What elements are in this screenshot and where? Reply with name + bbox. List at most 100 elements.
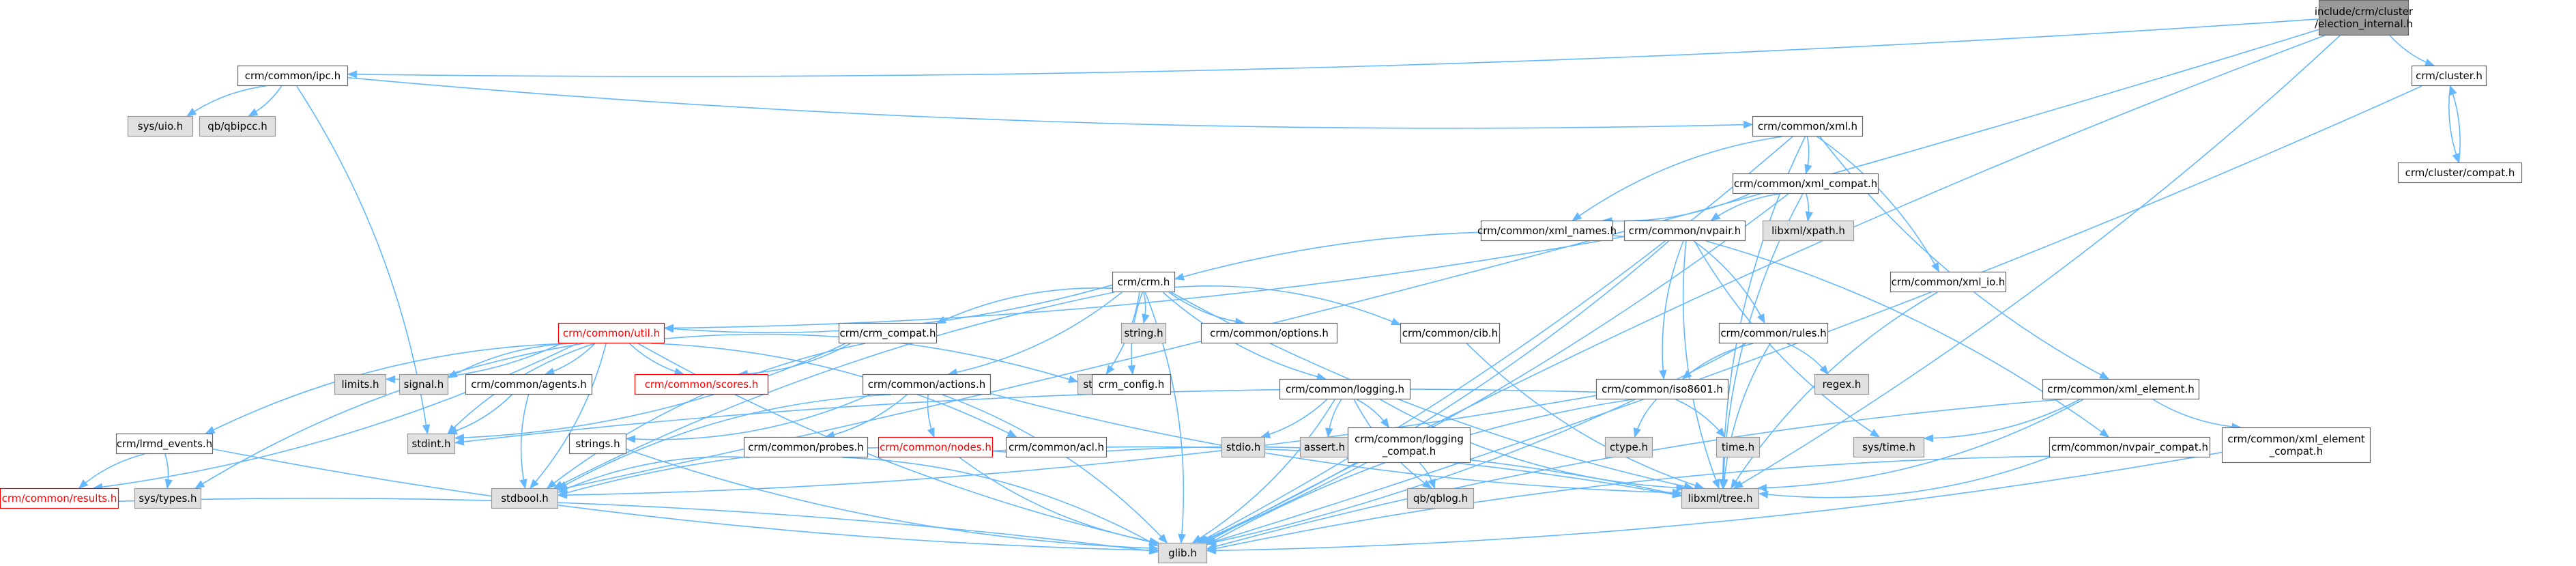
edge-util-to-systypes <box>194 343 584 489</box>
node-box-nvpaircompat <box>2049 436 2211 458</box>
edge-logging-to-logcompat <box>1356 399 1390 429</box>
node-nvpaircompat[interactable]: crm/common/nvpair_compat.h <box>2049 436 2211 458</box>
node-crmconfig[interactable]: crm_config.h <box>1091 373 1172 395</box>
edge-actions-to-probes <box>824 394 908 439</box>
edge-util-to-stdbool <box>529 343 607 490</box>
edge-iso8601-to-ctype <box>1633 399 1657 438</box>
node-results[interactable]: crm/common/results.h <box>0 487 119 509</box>
node-acl[interactable]: crm/common/acl.h <box>1005 436 1108 458</box>
node-probes[interactable]: crm/common/probes.h <box>743 436 869 458</box>
edge-nvpaircompat-to-tree <box>1758 457 2050 499</box>
edge-xmlelement-to-xmlelemcompat <box>2152 399 2242 431</box>
node-label-util: crm/common/util.h <box>563 327 660 339</box>
edge-xmlcompat-to-glib <box>1198 193 1789 543</box>
node-box-limits <box>334 373 387 395</box>
node-ipc[interactable]: crm/common/ipc.h <box>237 65 349 87</box>
node-box-nodes <box>878 436 994 458</box>
node-box-crmconfig <box>1091 373 1172 395</box>
edge-iso8601-to-glib <box>1206 399 1633 546</box>
node-box-crmcompat <box>838 322 938 344</box>
node-box-stringsh <box>568 433 627 455</box>
node-stdio: stdio.h <box>1221 436 1266 458</box>
node-xmlcompat[interactable]: crm/common/xml_compat.h <box>1732 173 1879 195</box>
edge-xml-to-glib <box>1196 136 1793 543</box>
edge-rules-to-tree <box>1720 343 1771 490</box>
edge-logging-to-assert <box>1325 399 1342 438</box>
node-rules[interactable]: crm/common/rules.h <box>1718 322 1829 344</box>
node-box-cib <box>1400 322 1501 344</box>
node-nodes[interactable]: crm/common/nodes.h <box>878 436 994 458</box>
edge-nvpaircompat-to-glib <box>1206 455 2050 552</box>
node-qbipcc: qb/qbipcc.h <box>199 115 276 137</box>
edge-root-to-stdbool <box>557 29 2319 492</box>
node-label-xmlcompat: crm/common/xml_compat.h <box>1734 178 1877 190</box>
node-cib[interactable]: crm/common/cib.h <box>1400 322 1501 344</box>
edge-nvpair-to-util <box>663 236 1625 332</box>
edge-xmlelemcompat-to-glib <box>1206 451 2223 555</box>
node-agents[interactable]: crm/common/agents.h <box>465 373 593 395</box>
node-box-sysuio <box>127 115 194 137</box>
edge-root-to-tree <box>1733 35 2341 489</box>
node-box-cluster <box>2411 65 2487 87</box>
node-crmh[interactable]: crm/crm.h <box>1112 271 1176 293</box>
node-xmlnames[interactable]: crm/common/xml_names.h <box>1477 220 1617 242</box>
node-label-limits: limits.h <box>341 378 379 391</box>
edge-cluster-to-glib <box>1206 85 2422 546</box>
node-logcompat[interactable]: crm/common/logging_compat.h <box>1347 427 1471 464</box>
node-label-stdint: stdint.h <box>411 438 450 450</box>
node-glib: glib.h <box>1157 542 1208 564</box>
edge-nvpair-to-glib <box>1198 240 1670 543</box>
node-clustercompat[interactable]: crm/cluster/compat.h <box>2397 162 2523 184</box>
node-box-xmlelement <box>2042 378 2200 400</box>
node-box-qblog <box>1406 487 1475 509</box>
edge-iso8601-to-stdbool <box>557 395 1597 499</box>
edge-agents-to-stdbool <box>519 394 530 490</box>
node-label-cluster: crm/cluster.h <box>2416 70 2483 82</box>
node-label-stdbool: stdbool.h <box>501 492 549 505</box>
edge-cib-to-tree <box>1466 343 1705 490</box>
node-box-logcompat <box>1347 427 1471 464</box>
node-xml[interactable]: crm/common/xml.h <box>1752 115 1864 137</box>
node-stringsh[interactable]: strings.h <box>568 433 627 455</box>
node-xmlelement[interactable]: crm/common/xml_element.h <box>2042 378 2200 400</box>
node-logging[interactable]: crm/common/logging.h <box>1279 378 1411 400</box>
node-label-stringh: string.h <box>1124 327 1163 339</box>
node-xmlio[interactable]: crm/common/xml_io.h <box>1890 271 2007 293</box>
node-label-ctype: ctype.h <box>1610 441 1648 453</box>
node-util[interactable]: crm/common/util.h <box>558 322 665 344</box>
node-nvpair[interactable]: crm/common/nvpair.h <box>1623 220 1746 242</box>
edge-results-to-glib <box>118 498 1159 555</box>
node-label-signal: signal.h <box>404 378 444 391</box>
node-limits: limits.h <box>334 373 387 395</box>
node-box-util <box>558 322 665 344</box>
node-systime: sys/time.h <box>1853 436 1925 458</box>
node-root[interactable]: include/crm/cluster/election_internal.h <box>2315 0 2414 36</box>
node-label-acl: crm/common/acl.h <box>1009 441 1104 453</box>
node-label-qblog: qb/qblog.h <box>1413 492 1468 505</box>
node-qblog: qb/qblog.h <box>1406 487 1475 509</box>
node-label-scores: crm/common/scores.h <box>645 378 759 391</box>
edge-root-to-cluster <box>2389 35 2435 66</box>
node-label-nvpaircompat: crm/common/nvpair_compat.h <box>2051 441 2208 454</box>
node-label-crmconfig: crm_config.h <box>1099 378 1164 391</box>
node-xmlelemcompat[interactable]: crm/common/xml_element_compat.h <box>2221 427 2371 464</box>
node-label-xpath: libxml/xpath.h <box>1771 225 1845 237</box>
node-box-stdbool <box>491 487 559 509</box>
edge-xml-to-xmlio <box>1817 136 1940 273</box>
node-box-assert <box>1299 436 1350 458</box>
node-label-stringsh: strings.h <box>575 438 620 450</box>
node-iso8601[interactable]: crm/common/iso8601.h <box>1595 378 1729 400</box>
edge-nvpair-to-tree <box>1682 240 1720 490</box>
node-options[interactable]: crm/common/options.h <box>1200 322 1338 344</box>
edge-util-to-agents <box>544 343 596 376</box>
node-crmcompat[interactable]: crm/crm_compat.h <box>838 322 938 344</box>
node-scores[interactable]: crm/common/scores.h <box>634 373 769 395</box>
edge-cluster-to-clustercompat <box>2448 85 2460 164</box>
node-box-xmlcompat <box>1732 173 1879 195</box>
edge-crmcompat-to-stdbool <box>546 343 866 489</box>
node-label-regex: regex.h <box>1823 378 1862 391</box>
node-label-assert: assert.h <box>1304 441 1345 453</box>
node-actions[interactable]: crm/common/actions.h <box>862 373 992 395</box>
node-lrmd[interactable]: crm/lrmd_events.h <box>115 433 214 455</box>
node-cluster[interactable]: crm/cluster.h <box>2411 65 2487 87</box>
